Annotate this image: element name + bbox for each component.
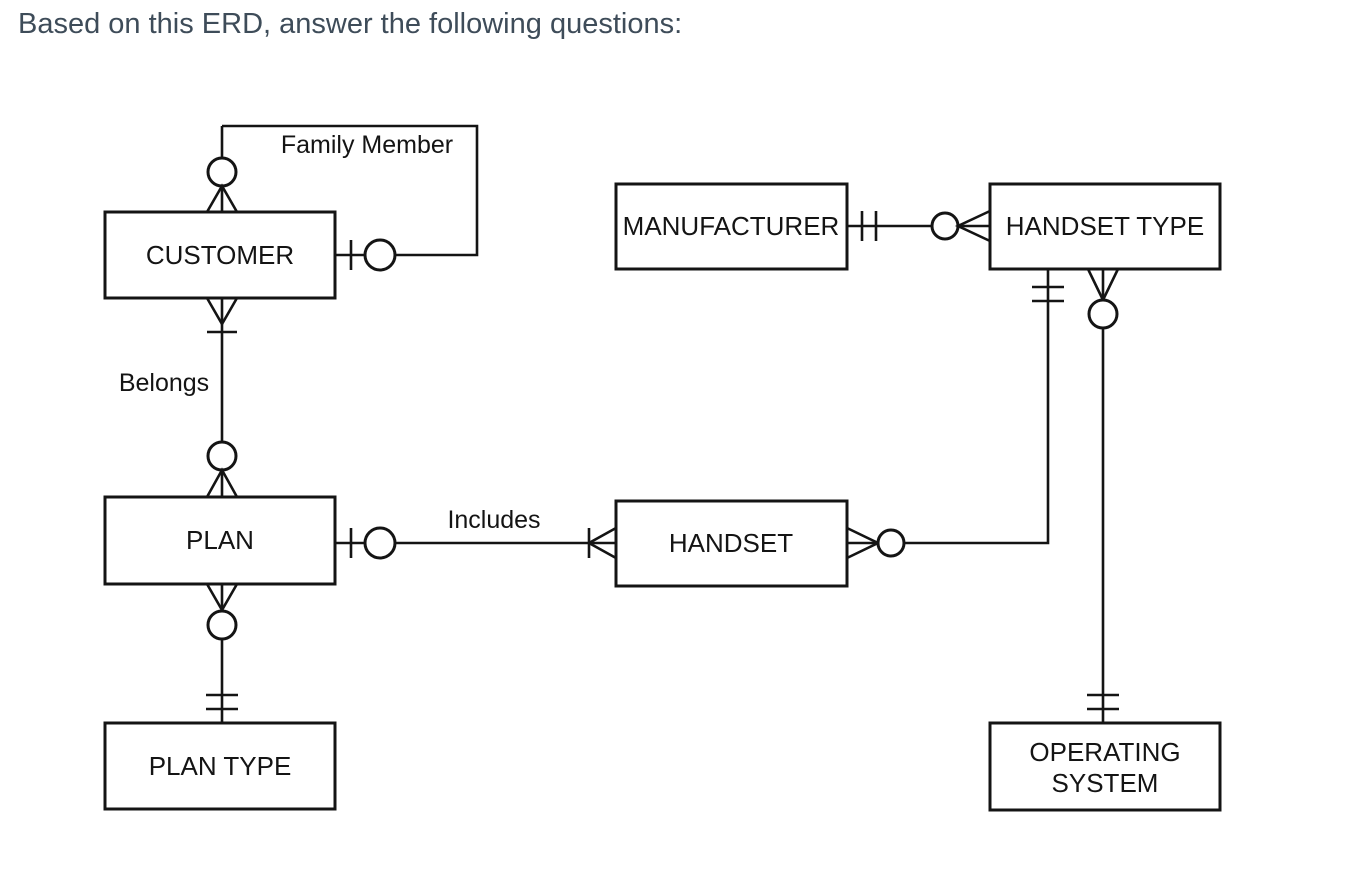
handset-label: HANDSET xyxy=(669,528,793,558)
entity-handset-type: HANDSET TYPE xyxy=(988,182,1222,271)
zero-circle xyxy=(206,156,238,188)
zero-circle xyxy=(1087,298,1119,330)
zero-circle xyxy=(206,609,238,641)
relationship-manufacturer-handset-type xyxy=(847,209,991,243)
includes-relationship-label: Includes xyxy=(447,506,540,534)
operating-system-box xyxy=(988,721,1222,812)
crows-foot-icon xyxy=(205,297,239,327)
entity-plan-type: PLAN TYPE xyxy=(103,721,337,811)
crows-foot-icon xyxy=(586,526,617,560)
entity-operating-system: OPERATING SYSTEM xyxy=(988,721,1222,812)
plan-type-label: PLAN TYPE xyxy=(149,751,292,781)
belongs-relationship-label: Belongs xyxy=(119,369,209,397)
relationship-belongs xyxy=(205,297,239,498)
crows-foot-icon xyxy=(205,183,239,213)
relationship-plan-plan-type xyxy=(205,583,239,723)
entity-plan: PLAN xyxy=(103,495,337,586)
manufacturer-label: MANUFACTURER xyxy=(623,211,840,241)
customer-box xyxy=(103,210,337,300)
relationship-handset-type-operating-system xyxy=(1086,268,1120,723)
relationship-handset-handset-type xyxy=(846,269,1064,560)
zero-circle xyxy=(363,238,397,272)
relationship-includes xyxy=(335,526,617,560)
zero-circle xyxy=(363,526,397,560)
handset-type-label: HANDSET TYPE xyxy=(1006,211,1204,241)
entity-customer: CUSTOMER xyxy=(103,210,337,300)
zero-circle xyxy=(876,528,906,558)
manufacturer-box xyxy=(614,182,849,271)
plan-box xyxy=(103,495,337,586)
plan-type-box xyxy=(103,721,337,811)
crows-foot-icon xyxy=(954,209,991,243)
customer-label: CUSTOMER xyxy=(146,240,294,270)
handset-type-box xyxy=(988,182,1222,271)
question-prompt: Based on this ERD, answer the following … xyxy=(18,8,683,40)
zero-circle xyxy=(206,440,238,472)
handset-handset-type-line xyxy=(847,269,1050,545)
crows-foot-icon xyxy=(205,467,239,498)
operating-system-label-line2: SYSTEM xyxy=(1052,768,1159,798)
relationship-family-member xyxy=(205,124,479,272)
family-member-loop-line xyxy=(222,124,479,257)
handset-box xyxy=(614,499,849,588)
family-member-relationship-label: Family Member xyxy=(281,131,453,159)
entity-manufacturer: MANUFACTURER xyxy=(614,182,849,271)
zero-circle xyxy=(930,211,960,241)
operating-system-label-line1: OPERATING xyxy=(1029,737,1180,767)
plan-label: PLAN xyxy=(186,525,254,555)
entity-handset: HANDSET xyxy=(614,499,849,588)
